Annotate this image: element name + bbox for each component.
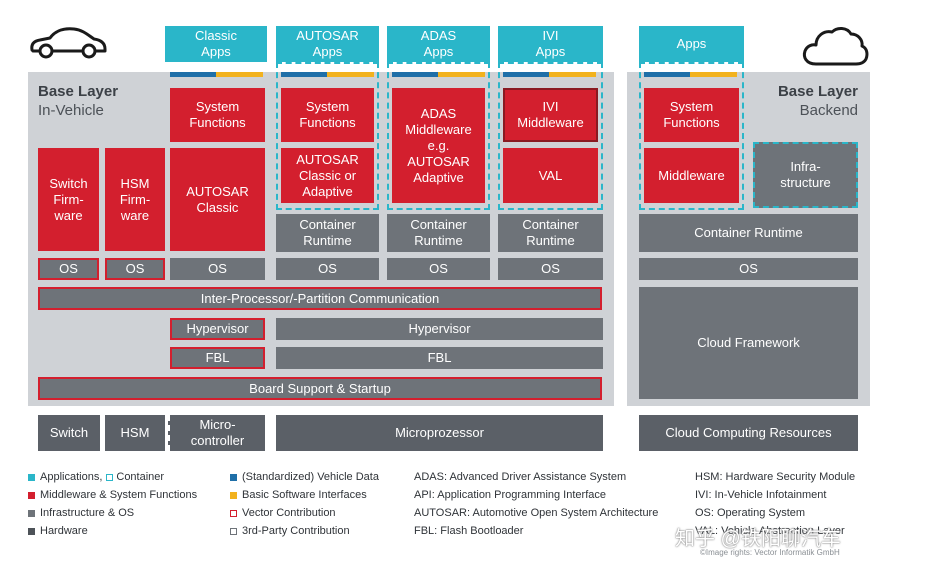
backend-title-label: Base Layer	[777, 83, 858, 100]
val-box: VAL	[503, 148, 598, 203]
os-box: OS	[387, 258, 490, 280]
cloud-icon	[802, 27, 869, 66]
legend-label: Middleware & System Functions	[40, 489, 198, 501]
system-functions-box: System Functions	[170, 88, 265, 142]
invehicle-title: Base Layer In-Vehicle	[38, 82, 118, 120]
legend-item: Basic Software Interfaces	[230, 489, 410, 502]
switch-firmware-box: Switch Firm- ware	[38, 148, 99, 251]
os-box: OS	[170, 258, 265, 280]
backend-os-box: OS	[639, 258, 858, 280]
inter-processor-communication-box: Inter-Processor/-Partition Communication	[38, 287, 602, 310]
legend-column-2: (Standardized) Vehicle Data Basic Softwa…	[230, 471, 410, 538]
backend-title: Base Layer Backend	[778, 82, 858, 120]
legend-label: Container	[116, 471, 165, 483]
legend-abbreviation: AUTOSAR: Automotive Open System Architec…	[414, 507, 659, 519]
hsm-firmware-box: HSM Firm- ware	[105, 148, 165, 251]
adas-apps-box: ADAS Apps	[387, 26, 490, 62]
autosar-container-outline	[276, 62, 379, 210]
hypervisor-box: Hypervisor	[170, 318, 265, 340]
legend-item: Vector Contribution	[230, 507, 410, 520]
container-runtime-box: Container Runtime	[387, 214, 490, 252]
legend-item: Middleware & System Functions	[28, 489, 233, 502]
legend-item: Hardware	[28, 525, 233, 538]
legend-abbreviation: IVI: In-Vehicle Infotainment	[695, 489, 827, 501]
backend-container-outline	[639, 62, 744, 210]
legend-label: (Standardized) Vehicle Data	[242, 471, 379, 483]
container-runtime-box: Container Runtime	[276, 214, 379, 252]
legend-abbreviation: ADAS: Advanced Driver Assistance System	[414, 471, 627, 483]
backend-container-runtime-box: Container Runtime	[639, 214, 858, 252]
invehicle-subtitle-label: In-Vehicle	[38, 102, 104, 119]
autosar-classic-or-adaptive-box: AUTOSAR Classic or Adaptive	[281, 148, 374, 203]
legend-item: Applications, Container	[28, 471, 233, 484]
board-support-startup-box: Board Support & Startup	[38, 377, 602, 400]
ivi-container-outline	[498, 62, 603, 210]
legend-swatch	[230, 474, 237, 481]
container-runtime-box: Container Runtime	[498, 214, 603, 252]
interface-stripe	[281, 72, 374, 77]
interface-stripe	[392, 72, 485, 77]
legend-column-3: ADAS: Advanced Driver Assistance System …	[414, 471, 684, 538]
legend-swatch	[28, 528, 35, 535]
legend-label: Vector Contribution	[242, 507, 336, 519]
system-functions-box: System Functions	[281, 88, 374, 142]
hardware-hsm-box: HSM	[105, 415, 165, 451]
legend-swatch	[230, 528, 237, 535]
backend-system-functions-box: System Functions	[644, 88, 739, 142]
classic-apps-box: Classic Apps	[165, 26, 267, 62]
legend-item: (Standardized) Vehicle Data	[230, 471, 410, 484]
hypervisor-box: Hypervisor	[276, 318, 603, 340]
backend-subtitle-label: Backend	[799, 102, 858, 119]
legend-label: Basic Software Interfaces	[242, 489, 367, 501]
image-credit: ©Image rights: Vector Informatik GmbH	[700, 548, 840, 557]
fbl-box: FBL	[170, 347, 265, 369]
autosar-apps-box: AUTOSAR Apps	[276, 26, 379, 62]
legend-abbreviation: API: Application Programming Interface	[414, 489, 606, 501]
hardware-switch-box: Switch	[38, 415, 100, 451]
os-box: OS	[498, 258, 603, 280]
ivi-middleware-box: IVI Middleware	[503, 88, 598, 142]
microprozessor-box: Microprozessor	[276, 415, 603, 451]
ivi-apps-box: IVI Apps	[498, 26, 603, 62]
legend-label: Infrastructure & OS	[40, 507, 135, 519]
legend-swatch	[28, 492, 35, 499]
invehicle-title-label: Base Layer	[38, 83, 119, 100]
legend-abbreviation: OS: Operating System	[695, 507, 806, 519]
backend-middleware-box: Middleware	[644, 148, 739, 203]
autosar-classic-box: AUTOSAR Classic	[170, 148, 265, 251]
car-icon	[30, 27, 107, 59]
legend-swatch	[230, 510, 237, 517]
legend-label: Applications,	[40, 471, 103, 483]
watermark-text: 知乎 @铁阳聊汽车	[675, 528, 841, 550]
legend-swatch	[28, 510, 35, 517]
infrastructure-box: Infra- structure	[753, 142, 858, 208]
backend-apps-box: Apps	[639, 26, 744, 62]
legend-swatch	[230, 492, 237, 499]
cloud-framework-box: Cloud Framework	[639, 287, 858, 399]
os-box: OS	[38, 258, 99, 280]
legend-swatch	[28, 474, 35, 481]
legend-label: 3rd-Party Contribution	[242, 525, 350, 537]
adas-middleware-box: ADAS Middleware e.g. AUTOSAR Adaptive	[392, 88, 485, 203]
interface-stripe	[170, 72, 263, 77]
legend-column-4: HSM: Hardware Security Module IVI: In-Ve…	[695, 471, 905, 538]
cloud-computing-resources-box: Cloud Computing Resources	[639, 415, 858, 451]
interface-stripe	[503, 72, 596, 77]
os-box: OS	[105, 258, 165, 280]
microcontroller-box: Micro- controller	[168, 415, 265, 451]
legend-column-1: Applications, Container Middleware & Sys…	[28, 471, 233, 538]
adas-container-outline	[387, 62, 490, 210]
interface-stripe	[644, 72, 737, 77]
legend-label: Hardware	[40, 525, 88, 537]
legend-item: Infrastructure & OS	[28, 507, 233, 520]
legend-abbreviation: FBL: Flash Bootloader	[414, 525, 524, 537]
legend-abbreviation: HSM: Hardware Security Module	[695, 471, 856, 483]
legend-abbreviation: VAL: Vehicle Abstraction Layer	[695, 525, 845, 537]
os-box: OS	[276, 258, 379, 280]
legend-swatch	[106, 474, 114, 481]
legend-item: 3rd-Party Contribution	[230, 525, 410, 538]
fbl-box: FBL	[276, 347, 603, 369]
